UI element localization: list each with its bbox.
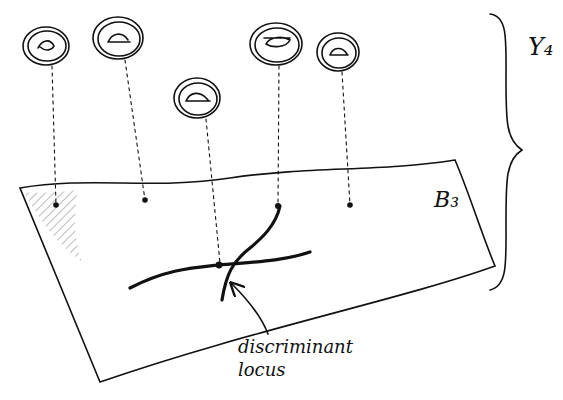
brace <box>490 14 522 290</box>
torus-fiber <box>23 27 69 65</box>
torus-fiber <box>174 78 220 118</box>
leader-arrow <box>232 284 268 334</box>
torus-fiber <box>93 17 143 59</box>
base-point <box>53 197 353 268</box>
shading <box>24 190 82 262</box>
discriminant-curve <box>222 206 280 300</box>
base-surface <box>20 160 495 382</box>
torus-fiber <box>317 33 359 71</box>
projection-line <box>52 60 350 263</box>
space-label: Y₄ <box>528 32 553 62</box>
discriminant-curve <box>130 252 310 288</box>
torus-fiber <box>250 23 302 65</box>
space-label: B₃ <box>434 186 459 214</box>
callout-label: discriminant locus <box>238 336 338 381</box>
